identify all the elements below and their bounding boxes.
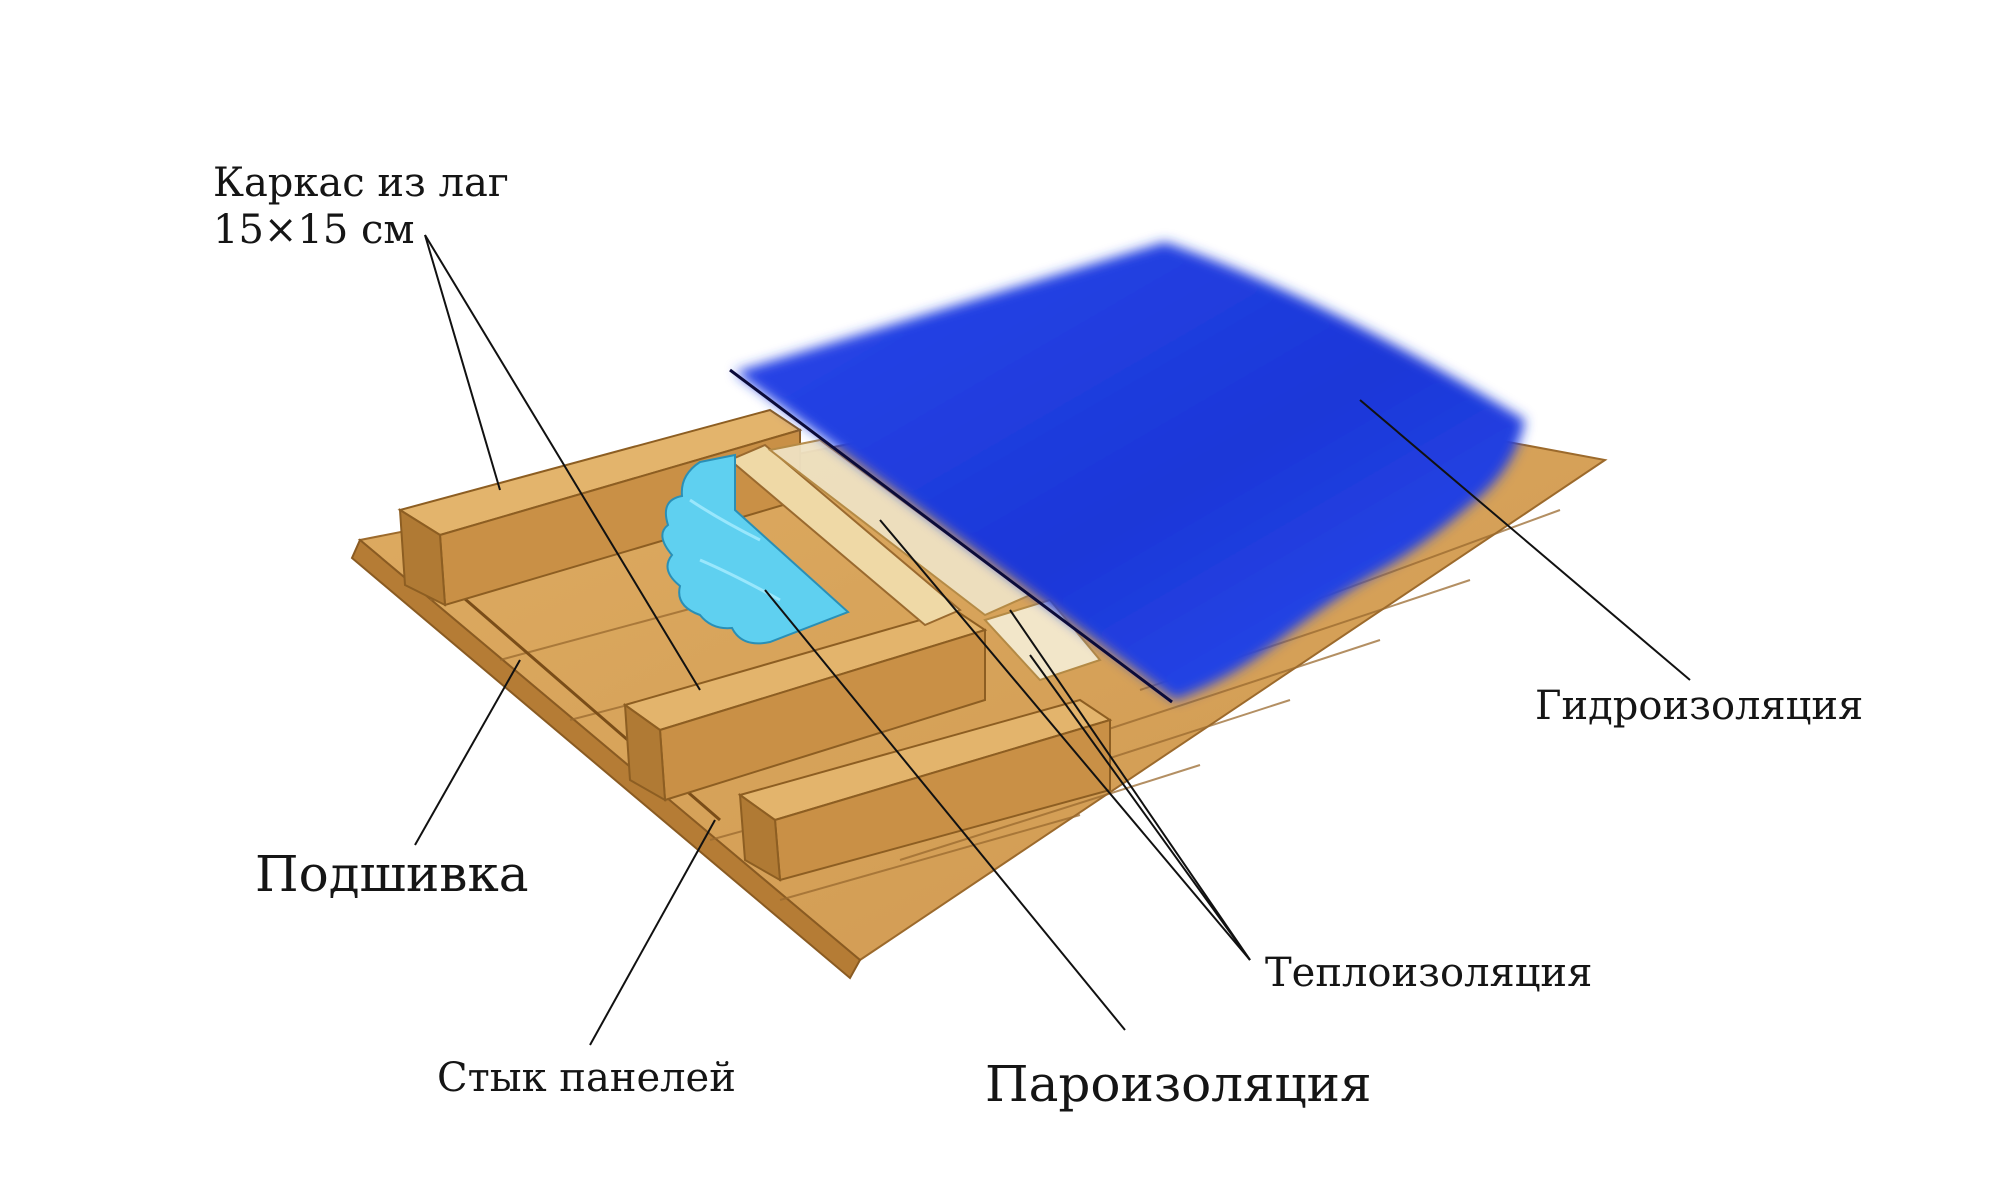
leader-vapor <box>764 589 1126 1031</box>
leader-lining <box>414 659 521 846</box>
waterproofing-edge <box>729 368 1173 704</box>
thermal-insulation-2 <box>983 598 1102 682</box>
label-frame-line1: Каркас из лаг <box>213 160 509 206</box>
leader-thermal-b <box>1009 609 1251 961</box>
label-vapor-barrier: Пароизоляция <box>985 1055 1372 1113</box>
label-panel-joint: Стык панелей <box>437 1055 736 1101</box>
leader-frame-b <box>424 234 701 691</box>
label-waterproofing: Гидроизоляция <box>1535 683 1864 729</box>
leader-joint <box>589 819 716 1046</box>
leader-frame-a <box>424 234 501 491</box>
label-frame-line2: 15×15 см <box>213 207 415 254</box>
leader-thermal-c <box>1029 654 1251 961</box>
vapor-barrier <box>661 453 850 645</box>
waterproofing-sheet <box>729 242 1525 704</box>
sheathing-edge <box>350 538 862 980</box>
leader-thermal-a <box>879 519 1251 961</box>
label-lining: Подшивка <box>255 845 529 903</box>
leader-lines <box>414 234 1691 1046</box>
label-frame: Каркас из лаг 15×15 см <box>213 160 509 254</box>
leader-waterproofing <box>1359 399 1691 681</box>
joist-cross <box>728 443 962 627</box>
label-thermal-insulation: Теплоизоляция <box>1265 950 1593 996</box>
joist-frame <box>397 408 1113 882</box>
